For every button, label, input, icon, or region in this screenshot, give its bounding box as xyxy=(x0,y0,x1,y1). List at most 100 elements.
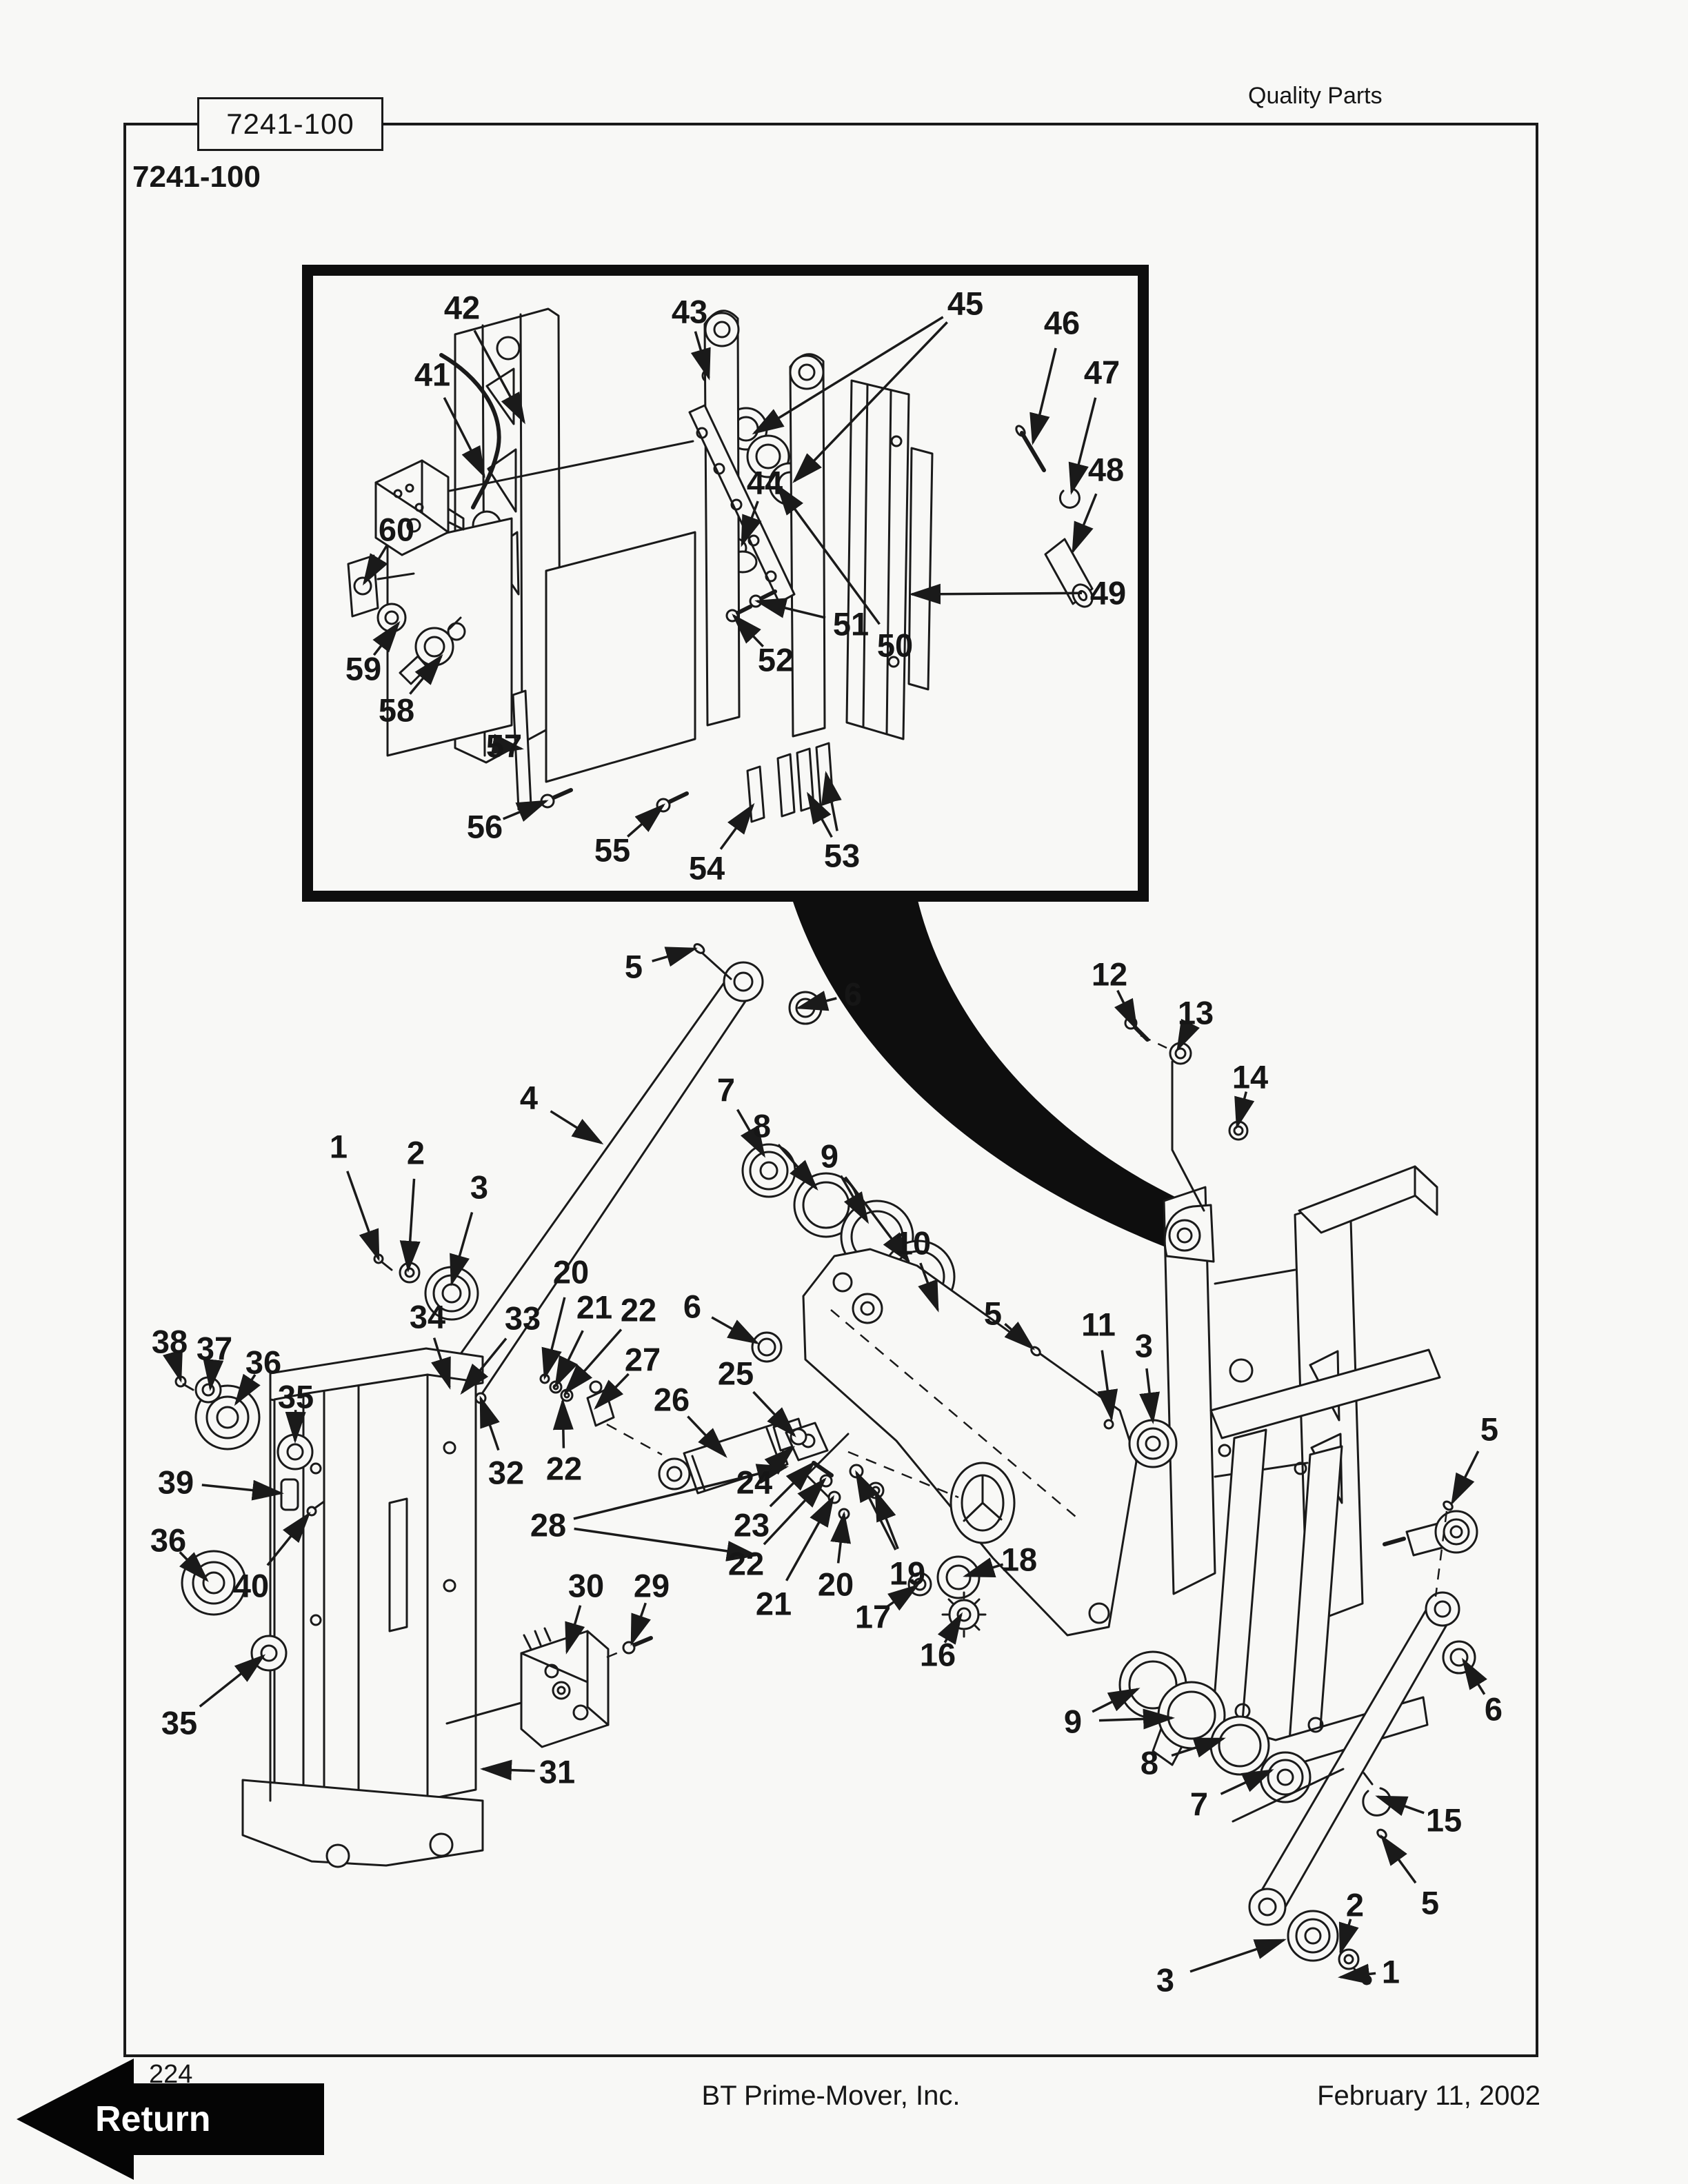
callout-1-label: 1 xyxy=(1382,1954,1400,1990)
part-46-pin xyxy=(1015,425,1046,472)
callout-20-leader xyxy=(830,1511,851,1564)
callout-20: 20 xyxy=(541,1254,589,1380)
callout-35-label: 35 xyxy=(161,1705,197,1741)
callout-27-leader xyxy=(594,1373,630,1410)
callout-59-label: 59 xyxy=(345,651,381,687)
callout-44-label: 44 xyxy=(747,465,783,501)
callout-53: 53 xyxy=(807,771,860,874)
callout-40: 40 xyxy=(233,1511,311,1604)
callout-51-label: 51 xyxy=(833,606,869,643)
part-9b-rings xyxy=(1118,1650,1226,1750)
callout-5: 5 xyxy=(984,1295,1036,1351)
callout-31-leader xyxy=(480,1759,535,1781)
callout-45-label: 45 xyxy=(947,285,983,322)
callout-21: 21 xyxy=(756,1495,834,1622)
callout-39-leader xyxy=(201,1479,284,1501)
part-3b-bearing xyxy=(1128,1419,1178,1468)
callout-52-label: 52 xyxy=(758,642,794,678)
part-37-washer xyxy=(194,1376,222,1404)
callout-6-label: 6 xyxy=(1485,1691,1503,1728)
callout-37-label: 37 xyxy=(197,1331,232,1367)
callout-1: 1 xyxy=(1338,1954,1400,1990)
callout-41: 41 xyxy=(414,356,485,478)
callout-22-label: 22 xyxy=(546,1450,582,1487)
callout-36-leader xyxy=(234,1373,261,1406)
callout-60-leader xyxy=(362,545,388,586)
callout-24-label: 24 xyxy=(736,1464,772,1501)
callout-55-leader xyxy=(627,803,666,838)
callout-42-leader xyxy=(473,330,525,425)
callout-37: 37 xyxy=(197,1331,232,1391)
part-23-pin xyxy=(812,1461,834,1477)
callout-15-leader xyxy=(1375,1795,1425,1817)
callout-47-leader xyxy=(1068,397,1097,495)
callout-1-leader xyxy=(346,1171,380,1262)
callout-48-label: 48 xyxy=(1088,452,1124,488)
callout-8-leader xyxy=(1171,1737,1226,1758)
callout-22-label: 22 xyxy=(621,1292,656,1328)
callout-12-leader xyxy=(1114,989,1138,1031)
callout-22-label: 22 xyxy=(728,1546,764,1582)
part-8b-ring xyxy=(1209,1715,1270,1776)
callout-5-leader xyxy=(1451,1450,1480,1506)
callout-34-label: 34 xyxy=(410,1299,445,1335)
callout-58: 58 xyxy=(379,654,443,729)
part-number-tab: 7241-100 xyxy=(197,97,383,151)
callout-9-label: 9 xyxy=(821,1138,838,1175)
return-button[interactable]: Return xyxy=(12,2052,336,2184)
callout-9-leader xyxy=(839,1175,870,1224)
callout-10-leader xyxy=(918,1262,939,1313)
callout-8: 8 xyxy=(753,1108,818,1191)
callout-53-label: 53 xyxy=(824,838,860,874)
callout-20-leader xyxy=(541,1297,566,1380)
callout-39: 39 xyxy=(158,1464,284,1501)
callout-43-leader xyxy=(690,331,711,381)
page-border-frame xyxy=(123,123,1538,2057)
callout-59: 59 xyxy=(345,620,401,687)
return-label: Return xyxy=(95,2099,211,2139)
part-56-bolt xyxy=(540,788,573,809)
callout-5-label: 5 xyxy=(984,1295,1002,1332)
callout-56-label: 56 xyxy=(467,809,503,845)
part-48-pin xyxy=(1044,538,1094,608)
callout-29-label: 29 xyxy=(634,1568,670,1604)
callout-21-leader xyxy=(785,1495,834,1581)
page-title: 7241-100 xyxy=(132,160,261,194)
callout-55-label: 55 xyxy=(594,832,630,869)
callout-47: 47 xyxy=(1068,354,1120,495)
callout-60: 60 xyxy=(362,512,414,586)
callout-6-leader xyxy=(796,991,837,1011)
callout-51: 51 xyxy=(754,598,869,643)
callout-17: 17 xyxy=(855,1584,920,1635)
callout-3: 3 xyxy=(450,1169,488,1286)
part-55-bolt xyxy=(656,791,689,813)
callout-36-leader xyxy=(179,1551,209,1582)
callout-6-label: 6 xyxy=(683,1288,701,1325)
callout-13-leader xyxy=(1176,1018,1200,1052)
part-6c-ring xyxy=(1442,1640,1476,1675)
part-6b-ring xyxy=(751,1331,783,1363)
callout-17-leader xyxy=(885,1584,920,1611)
callout-6: 6 xyxy=(796,976,862,1013)
callout-22: 22 xyxy=(563,1292,656,1395)
callout-32-label: 32 xyxy=(488,1455,524,1491)
callout-8-leader xyxy=(777,1144,818,1191)
part-15-clip xyxy=(1362,1772,1392,1817)
callout-35: 35 xyxy=(278,1379,314,1444)
callout-19-leader xyxy=(874,1489,899,1550)
part-59-washer xyxy=(376,603,407,633)
callout-37-leader xyxy=(203,1358,224,1391)
callout-14-leader xyxy=(1234,1091,1255,1129)
callout-3: 3 xyxy=(1156,1939,1287,1999)
callout-20-label: 20 xyxy=(553,1254,589,1291)
callout-45-leader xyxy=(792,321,948,483)
callout-56: 56 xyxy=(467,800,549,845)
callout-33: 33 xyxy=(460,1300,541,1395)
callout-25-leader xyxy=(752,1391,796,1437)
callout-58-label: 58 xyxy=(379,692,414,729)
callout-55: 55 xyxy=(594,803,666,869)
